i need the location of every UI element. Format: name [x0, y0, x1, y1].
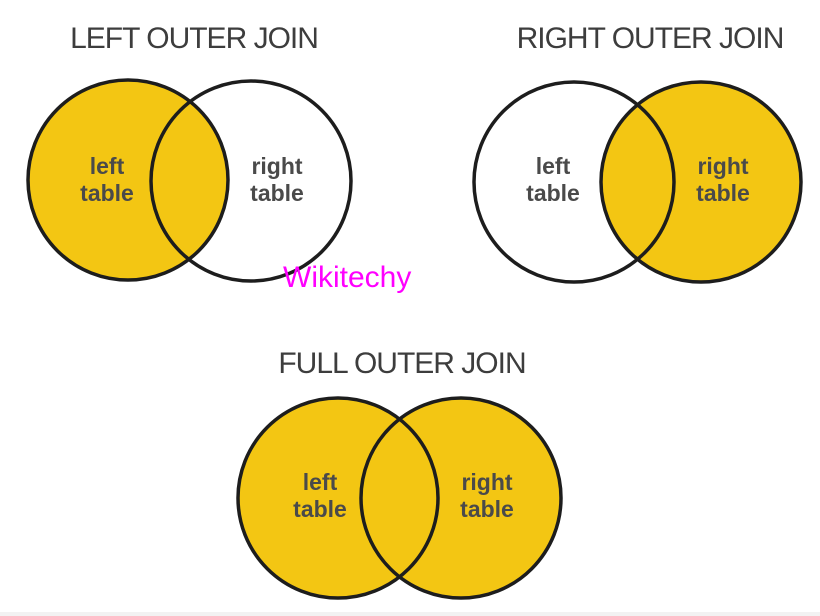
left-table-circle-outline — [472, 80, 676, 284]
right-table-circle-fill — [601, 82, 801, 282]
left-table-circle-outline — [26, 78, 230, 282]
left-outer-join-venn-diagram — [26, 78, 353, 283]
left-table-label: left table — [293, 469, 347, 522]
left-table-label: left table — [80, 153, 134, 206]
right-table-circle-outline — [599, 80, 803, 284]
right-table-label: right table — [696, 153, 750, 206]
full-outer-join-title: FULL OUTER JOIN — [278, 347, 526, 380]
right-table-circle-outline — [359, 396, 563, 600]
right-table-circle-outline — [149, 79, 353, 283]
full-outer-join-venn-diagram — [236, 396, 563, 600]
right-outer-join-venn-diagram — [472, 80, 803, 284]
right-table-label: right table — [250, 153, 304, 206]
left-table-label: left table — [526, 153, 580, 206]
right-table-label: right table — [460, 469, 514, 522]
wikitechy-watermark: Wikitechy — [283, 261, 412, 294]
left-table-circle-outline — [236, 396, 440, 600]
bottom-edge-artifact — [0, 612, 820, 616]
right-outer-join-title: RIGHT OUTER JOIN — [516, 22, 785, 55]
left-table-circle-fill — [28, 80, 228, 280]
right-table-circle-fill — [361, 398, 561, 598]
left-outer-join-title: LEFT OUTER JOIN — [70, 22, 319, 55]
